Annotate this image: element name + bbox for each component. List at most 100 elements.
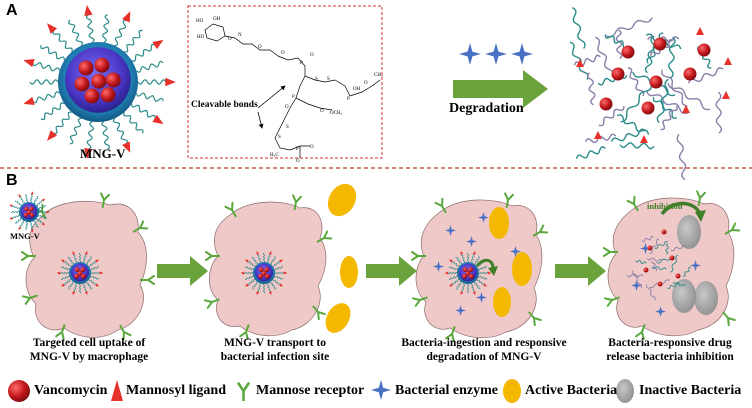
polymer-chain: [257, 283, 261, 293]
polymer-chain: [471, 253, 475, 263]
polymer-chain: [32, 62, 61, 72]
svg-text:S: S: [315, 77, 318, 82]
svg-text:HO: HO: [197, 35, 205, 40]
macrophage-cell-4: [607, 197, 735, 337]
polymer-fragment: [606, 17, 653, 38]
polymer-fragment: [641, 236, 654, 242]
polymer-chain: [244, 275, 254, 280]
polymer-chain: [137, 79, 167, 85]
polymer-chain: [478, 271, 489, 275]
polymer-chain: [135, 92, 164, 102]
polymer-chain: [73, 253, 78, 263]
step-caption-2-line1: MNG-V transport to: [224, 337, 326, 349]
polymer-chain: [244, 266, 254, 270]
polymer-chain: [243, 271, 254, 275]
vancomycin-drug: [697, 43, 711, 57]
vancomycin-drug: [462, 267, 468, 273]
vancomycin-drug: [621, 45, 635, 59]
mannosyl-ligand: [279, 259, 283, 263]
vancomycin-drug: [80, 267, 86, 273]
legend-label-vancomycin: Vancomycin: [34, 383, 108, 398]
polymer-chain: [270, 256, 276, 265]
polymer-chain: [60, 275, 70, 280]
degraded-network: [569, 7, 732, 181]
mannosyl-ligand: [444, 271, 449, 275]
polymer-chain: [473, 281, 481, 290]
svg-text:H₃C: H₃C: [270, 153, 279, 158]
mannosyl-ligand: [72, 250, 76, 255]
polymer-fragment: [646, 284, 656, 301]
nanogel-label: MNG-V: [80, 146, 126, 161]
mannosyl-ligand: [283, 271, 288, 275]
polymer-fragment: [672, 281, 686, 287]
polymer-chain: [451, 278, 460, 286]
mannosyl-ligand: [576, 59, 584, 67]
vancomycin-drug: [462, 273, 468, 279]
mannosyl-ligand: [30, 191, 34, 195]
legend-label-active-bacteria: Active Bacteria: [525, 383, 618, 398]
polymer-fragment: [572, 7, 586, 49]
polymer-chain: [272, 279, 281, 285]
polymer-chain: [68, 281, 74, 290]
enzyme-stars-a: [459, 43, 533, 65]
mannosyl-ligand: [47, 130, 58, 141]
mannosyl-ligand: [18, 226, 22, 231]
svg-text:O: O: [364, 81, 368, 86]
polymer-chain: [63, 278, 72, 286]
polymer-chain: [101, 121, 111, 150]
vancomycin-drug: [26, 210, 32, 215]
polymer-fragment: [626, 274, 644, 278]
mannosyl-ligand: [18, 193, 22, 198]
vancomycin-drug: [74, 267, 80, 273]
step-caption-3: Bacteria-ingestion and responsive degrad…: [384, 336, 584, 364]
polymer-fragment: [654, 241, 669, 249]
svg-text:HO: HO: [196, 19, 204, 24]
inactive-bacteria: [677, 215, 701, 249]
polymer-fragment: [651, 260, 658, 272]
svg-text:O: O: [281, 51, 285, 56]
mannosyl-ligand: [722, 91, 730, 99]
mannosyl-ligand: [56, 271, 61, 275]
vancomycin-drug: [84, 88, 100, 104]
polymer-fragment: [661, 69, 688, 107]
mannosyl-ligand: [95, 283, 99, 287]
polymer-fragment: [652, 97, 677, 119]
vancomycin-drug: [675, 273, 681, 279]
polymer-fragment: [667, 82, 711, 111]
polymer-chain: [38, 211, 48, 213]
svg-text:P: P: [292, 95, 295, 100]
polymer-chain: [60, 266, 70, 270]
polymer-chain: [40, 102, 65, 121]
degradation-label: Degradation: [449, 101, 524, 116]
step-caption-4-line1: Bacteria-responsive drug: [608, 337, 732, 349]
step-caption-3-line2: degradation of MNG-V: [426, 351, 542, 363]
step-arrow-2: [366, 256, 417, 286]
polymer-fragment: [604, 34, 628, 49]
step-arrow-1: [157, 256, 208, 286]
svg-text:O: O: [310, 145, 314, 150]
vancomycin-drug: [77, 271, 83, 276]
green-y-receptor-icon: [237, 382, 250, 401]
polymer-fragment: [616, 114, 650, 135]
vancomycin-drug: [599, 97, 613, 111]
mannosyl-ligand: [245, 259, 249, 263]
svg-text:P: P: [296, 147, 299, 152]
vancomycin-drug: [264, 267, 270, 273]
polymer-chain: [15, 217, 22, 225]
step-caption-3-line1: Bacteria-ingestion and responsive: [401, 337, 567, 349]
vancomycin-drug: [641, 101, 655, 115]
mannosyl-ligand: [165, 77, 176, 87]
polymer-fragment: [651, 266, 667, 271]
mannosyl-ligand: [95, 259, 99, 263]
polymer-chain: [19, 196, 25, 204]
polymer-fragment: [667, 36, 676, 79]
polymer-fragment: [667, 283, 679, 289]
svg-text:S: S: [327, 77, 330, 82]
polymer-fragment: [670, 254, 679, 273]
mannosyl-ligand: [472, 250, 476, 255]
mannosyl-ligand: [682, 105, 690, 113]
svg-text:O: O: [258, 45, 262, 50]
polymer-chain: [68, 19, 84, 46]
drug-release-debris: [626, 229, 691, 301]
